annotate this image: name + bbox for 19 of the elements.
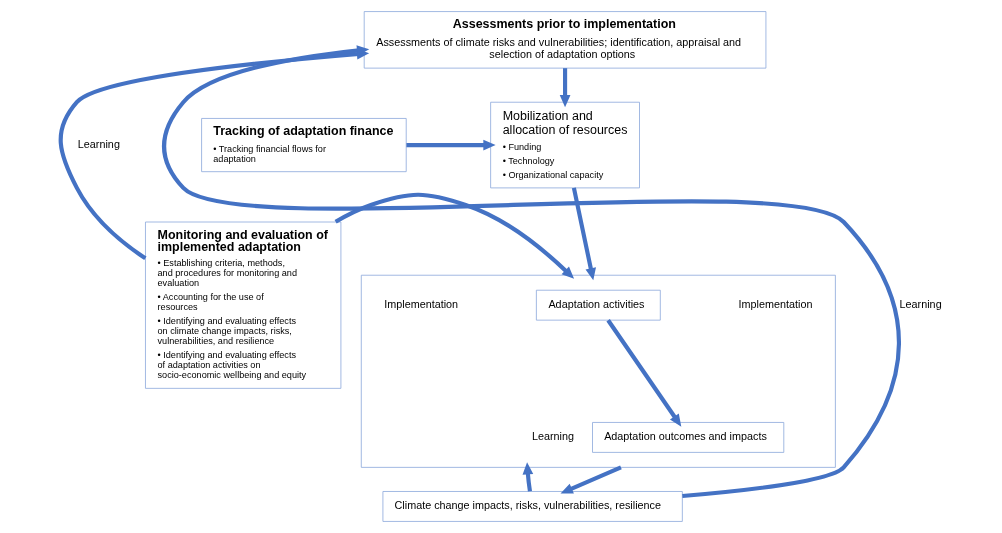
arrow xyxy=(522,462,533,492)
node-box: Tracking of adaptation finance • Tracking financial flows for adaptation xyxy=(200,118,407,173)
cluster xyxy=(360,274,836,468)
edge-label: Learning xyxy=(531,430,574,443)
node-label: Implementation xyxy=(738,298,812,310)
arrow xyxy=(334,192,574,279)
arrow xyxy=(605,319,681,427)
arrow xyxy=(559,68,570,108)
node-box: Adaptation outcomes and impacts xyxy=(591,422,784,453)
node-box: Monitoring and evaluation of implemented adaptation • Establishing criteria, methods, and procedures for monitoring and evaluation • Accounting for the use of resources • Identifying and evaluating effects on climate change impacts, risks, vulnerabilities, and resilience • Identifying and evaluating effects of adaptation activities on socio-economic wellbeing and equity xyxy=(144,221,341,389)
edge-label: Learning xyxy=(77,137,120,150)
node-box: Assessments prior to implementation Assessments of climate risks and vulnerabilities; identification, appraisal and selection of adaptation options xyxy=(363,11,766,69)
node-box: Adaptation activities xyxy=(535,289,661,321)
node-box: Climate change impacts, risks, vulnerabilities, resilience xyxy=(382,491,683,522)
arrow xyxy=(571,187,596,281)
arrow xyxy=(405,139,496,151)
node-label: Implementation xyxy=(383,298,458,310)
edge-label: Learning xyxy=(899,298,942,310)
node-box: Mobilization and allocation of resources • Funding • Technology • Organizational capacity xyxy=(489,101,640,189)
